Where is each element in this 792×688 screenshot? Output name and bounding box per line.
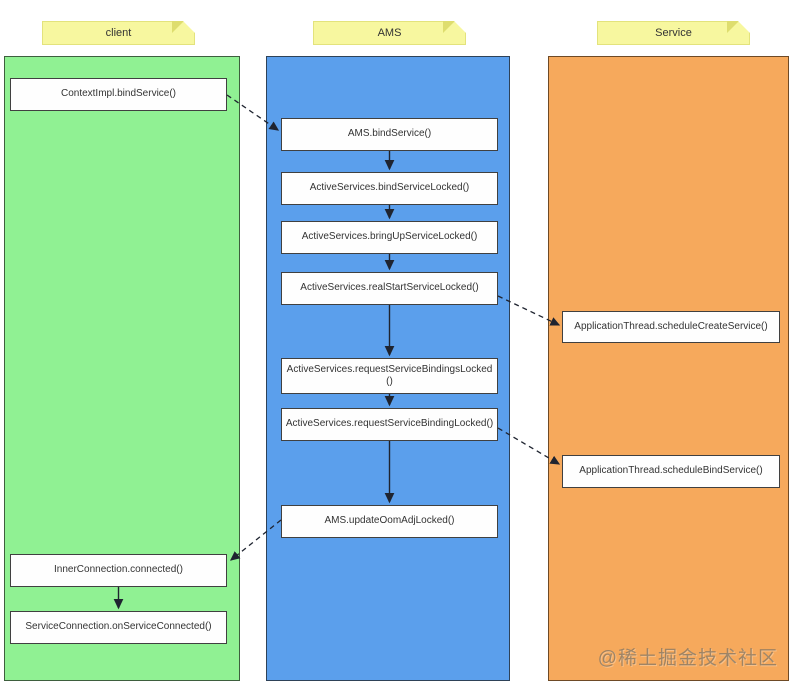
node-applicationthread-schedulecreateservice: ApplicationThread.scheduleCreateService(… xyxy=(562,311,780,343)
node-activeservices-bindservicelocked: ActiveServices.bindServiceLocked() xyxy=(281,172,498,205)
lane-header-client-label: client xyxy=(105,27,132,39)
node-ams-bindservice: AMS.bindService() xyxy=(281,118,498,151)
lane-header-service-label: Service xyxy=(655,27,692,39)
lane-header-service: Service xyxy=(597,21,750,45)
node-serviceconnection-onserviceconnected: ServiceConnection.onServiceConnected() xyxy=(10,611,227,644)
node-applicationthread-schedulebindservice: ApplicationThread.scheduleBindService() xyxy=(562,455,780,488)
swimlane-client xyxy=(4,56,240,681)
node-activeservices-requestservicebindinglocked: ActiveServices.requestServiceBindingLock… xyxy=(281,408,498,441)
node-activeservices-requestservicebindingslocked: ActiveServices.requestServiceBindingsLoc… xyxy=(281,358,498,394)
node-activeservices-realstartservicelocked: ActiveServices.realStartServiceLocked() xyxy=(281,272,498,305)
node-ams-updateoomadjlocked: AMS.updateOomAdjLocked() xyxy=(281,505,498,538)
node-activeservices-bringupservicelocked: ActiveServices.bringUpServiceLocked() xyxy=(281,221,498,254)
node-innerconnection-connected: InnerConnection.connected() xyxy=(10,554,227,587)
node-contextimpl-bindservice: ContextImpl.bindService() xyxy=(10,78,227,111)
lane-header-ams: AMS xyxy=(313,21,466,45)
lane-header-client: client xyxy=(42,21,195,45)
swimlane-service xyxy=(548,56,789,681)
lane-header-ams-label: AMS xyxy=(377,27,402,39)
watermark: @稀土掘金技术社区 xyxy=(597,648,778,669)
